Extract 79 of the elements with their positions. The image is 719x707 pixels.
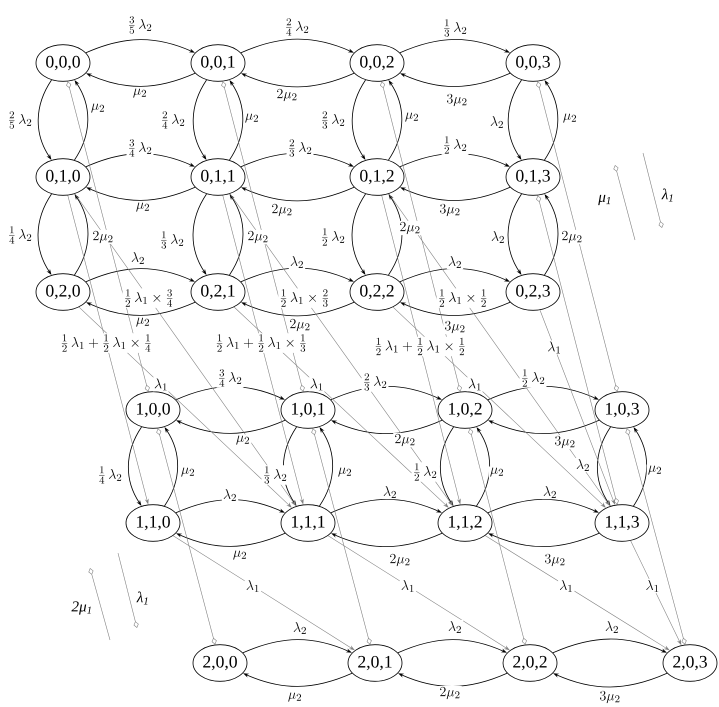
edge-label: $\frac{2}{4}\,\lambda_2$ — [284, 17, 310, 37]
edge-label: $\lambda_2$ — [490, 230, 506, 244]
edge-label: $\lambda_2$ — [488, 114, 506, 130]
edge-label: $\mu_2$ — [336, 466, 354, 478]
edge-label: $\frac{2}{5}\,\lambda_2$ — [6, 110, 34, 130]
edge-label: $\frac{1}{2}\,\lambda_1\times\frac{3}{4}$ — [122, 288, 175, 308]
edge-label: $\lambda_1$ — [400, 578, 416, 594]
edge-label: $\frac{3}{5}\,\lambda_2$ — [126, 15, 154, 35]
edge-label: $3\mu_2$ — [445, 92, 469, 108]
edge-label: $\frac{1}{2}\,\lambda_1+\frac{1}{2}\,\lambda_1\times\frac{1}{3}$ — [214, 333, 308, 353]
edge-label: $\lambda_2$ — [222, 488, 238, 502]
edge-label: $\mu_2$ — [562, 112, 578, 124]
edge-label: $2\mu_2$ — [270, 202, 294, 218]
edge-label: $3\mu_2$ — [543, 552, 567, 568]
edge-label: $3\mu_2$ — [553, 434, 577, 450]
edge-label: $\mu_2$ — [244, 112, 260, 124]
edge-label: $\mu_2$ — [286, 691, 304, 703]
edge-label: $\lambda_1$ — [244, 578, 262, 594]
edge-label: $\lambda_2$ — [446, 620, 464, 634]
edge-label: $\lambda_1$ — [152, 377, 170, 392]
edge-label: $\frac{3}{4}\,\lambda_2$ — [126, 138, 154, 158]
edge-label: $\mu_2$ — [234, 434, 252, 446]
edge-label: $\mu_2$ — [132, 87, 148, 99]
edge-label: $3\mu_2$ — [598, 690, 622, 704]
edge-label: $\frac{1}{2}\,\lambda_2$ — [442, 135, 468, 155]
edge-label: $2\mu_2$ — [91, 230, 115, 244]
edge-label: $\mu_2$ — [646, 464, 664, 476]
edge-label: $\lambda_2$ — [542, 484, 558, 500]
edge-label: $\lambda_2$ — [604, 620, 620, 634]
edge-label: $\frac{1}{2}\,\lambda_1+\frac{1}{2}\,\lambda_1\times\frac{1}{4}$ — [59, 333, 154, 353]
edge-label: $\frac{1}{2}\,\lambda_2$ — [520, 368, 546, 388]
edge-label: $\mu_2$ — [232, 549, 248, 561]
edge-label: $\frac{1}{2}\,\lambda_1+\frac{1}{2}\,\lambda_1\times\frac{1}{2}$ — [373, 336, 468, 356]
edge-label: $2\mu_2$ — [388, 552, 412, 568]
edge-label: $\frac{1}{2}\,\lambda_2$ — [412, 462, 438, 482]
edge-label: $\frac{1}{3}\,\lambda_2$ — [442, 18, 468, 38]
arrow — [392, 306, 606, 508]
edge-label: $\frac{2}{3}\,\lambda_2$ — [362, 372, 388, 392]
legend-label: λ$_{1}$ — [136, 592, 148, 604]
edge-label: $\mu_2$ — [134, 201, 152, 213]
edge-label: $\lambda_1$ — [558, 578, 574, 594]
edge-label: $\frac{1}{2}\,\lambda_1\times\frac{1}{2}$ — [436, 288, 489, 308]
edge-label: $\frac{1}{2}\,\lambda_1\times\frac{2}{3}$ — [278, 288, 331, 308]
edge-label: $\mu_2$ — [180, 466, 196, 478]
edge-label: $\lambda_2$ — [446, 254, 464, 270]
edge-label: $\lambda_1$ — [644, 578, 661, 594]
edge-label: $2\mu_2$ — [246, 230, 270, 244]
edge-label: $2\mu_2$ — [275, 88, 299, 102]
edge-label: $2\mu_2$ — [393, 432, 417, 448]
edge-label: $\frac{1}{4}\,\lambda_2$ — [96, 465, 124, 485]
edge-label: $\lambda_1$ — [466, 377, 484, 392]
edge-label: $\mu_2$ — [404, 111, 420, 123]
edge-label: $\frac{2}{3}\,\lambda_2$ — [286, 138, 314, 158]
edge-label: $\frac{3}{4}\,\lambda_2$ — [216, 368, 244, 388]
edge-label: $\lambda_1$ — [546, 340, 563, 355]
edge-label: $2\mu_2$ — [398, 220, 422, 236]
edge-label: $\lambda_2$ — [130, 250, 146, 266]
edge-label: $\lambda_2$ — [574, 458, 592, 472]
edge-label: $3\mu_2$ — [443, 320, 467, 334]
legend-label: 2μ$_{1}$ — [71, 601, 91, 615]
edge-label: $2\mu_2$ — [560, 230, 584, 244]
edge-label: $\mu_2$ — [134, 316, 152, 328]
edge-label: $\frac{1}{2}\,\lambda_2$ — [320, 227, 346, 247]
edge-label: $3\mu_2$ — [438, 202, 462, 218]
edge-label: $\frac{1}{3}\,\lambda_2$ — [262, 465, 288, 485]
legend-label: μ$_{1}$ — [598, 194, 610, 206]
edge-label: $\lambda_2$ — [288, 254, 306, 270]
edge-label: $\frac{2}{3}\,\lambda_2$ — [320, 110, 346, 130]
edge-label: $\lambda_2$ — [292, 620, 308, 636]
edge-label: $\lambda_1$ — [308, 377, 325, 392]
edge-label: $\frac{1}{4}\,\lambda_2$ — [6, 225, 34, 245]
edge-label: $2\mu_2$ — [288, 318, 312, 332]
edge-label: $\mu_2$ — [488, 466, 506, 478]
edge-label: $\frac{2}{4}\,\lambda_2$ — [160, 110, 186, 130]
edge-label: $\lambda_2$ — [382, 484, 398, 500]
edge-label: $\frac{1}{3}\,\lambda_2$ — [158, 230, 186, 250]
legend-label: λ$_{1}$ — [661, 188, 673, 202]
edge-label: $\mu_2$ — [90, 102, 106, 114]
edge-label: $2\mu_2$ — [438, 686, 462, 700]
